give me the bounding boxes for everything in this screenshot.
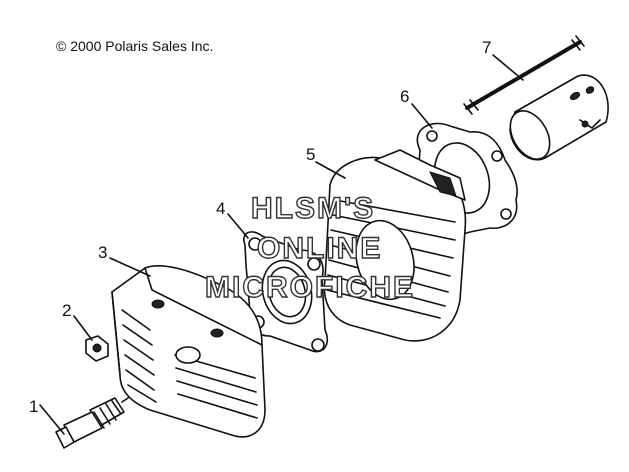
callout-5: 5 bbox=[306, 145, 315, 164]
callout-1: 1 bbox=[29, 397, 38, 416]
cylinder-head-icon[interactable] bbox=[111, 265, 266, 438]
spark-plug-icon[interactable] bbox=[55, 397, 129, 449]
stud-icon[interactable] bbox=[463, 35, 585, 115]
callout-3: 3 bbox=[98, 243, 107, 262]
piston-icon[interactable] bbox=[502, 74, 609, 166]
callout-2: 2 bbox=[62, 301, 71, 320]
watermark-line-2: ONLINE bbox=[256, 231, 383, 265]
nut-icon[interactable] bbox=[85, 335, 109, 362]
watermark-line-1: HLSM'S bbox=[250, 191, 376, 225]
copyright-notice: © 2000 Polaris Sales Inc. bbox=[56, 38, 214, 54]
watermark-line-3: MICROFICHE bbox=[204, 270, 415, 304]
callout-7: 7 bbox=[482, 38, 491, 57]
cylinder-icon[interactable] bbox=[323, 149, 467, 342]
leader-lines bbox=[39, 54, 524, 435]
callout-6: 6 bbox=[400, 87, 409, 106]
callout-4: 4 bbox=[216, 199, 225, 218]
